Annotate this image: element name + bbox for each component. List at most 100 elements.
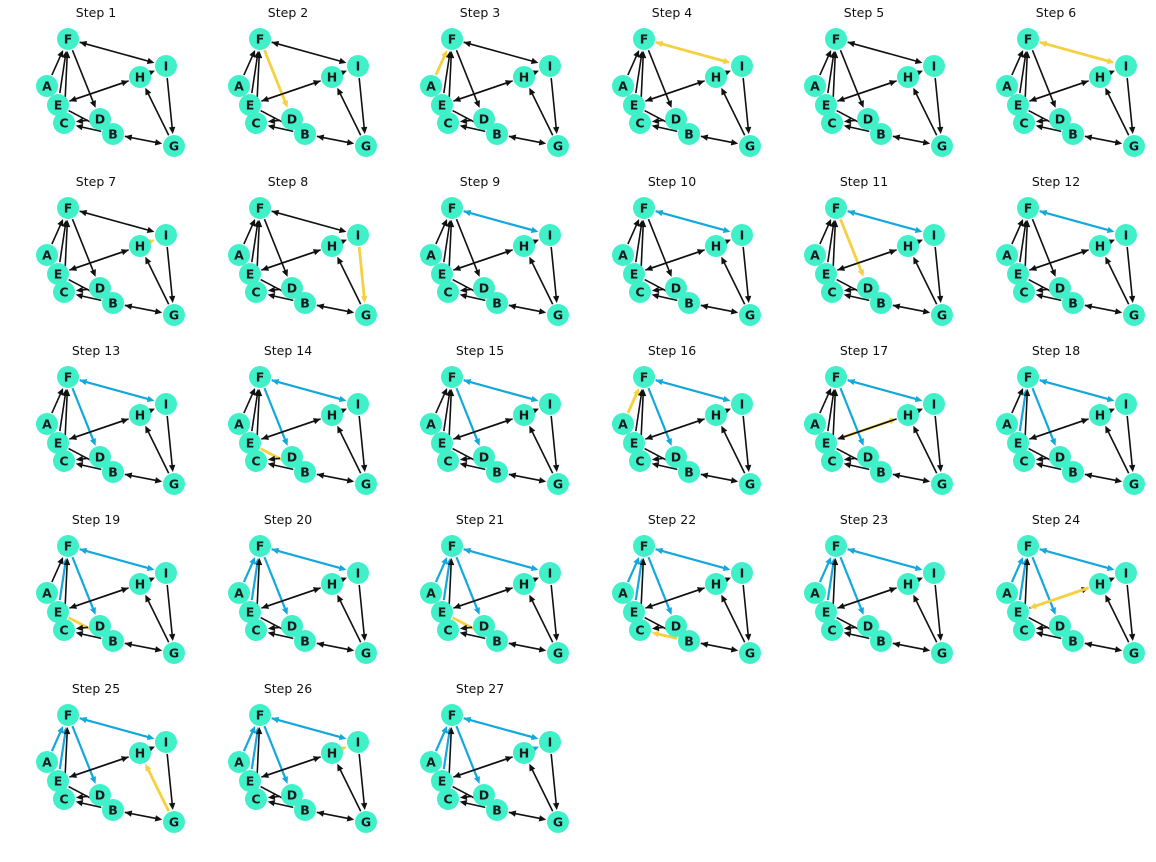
- arrowhead-i-g: [360, 802, 368, 811]
- arrowhead-a-f: [441, 49, 448, 58]
- node-i: I: [731, 393, 753, 415]
- node-circle: [633, 28, 655, 50]
- node-h: H: [321, 573, 343, 595]
- node-circle: [294, 630, 316, 652]
- node-i: I: [1115, 224, 1137, 246]
- arrowhead-h-e: [261, 264, 270, 271]
- edge-f-d: [71, 387, 95, 442]
- arrowhead-b-g: [730, 477, 739, 484]
- node-label: A: [1002, 79, 1012, 94]
- node-label: A: [426, 755, 436, 770]
- node-circle: [355, 642, 377, 664]
- node-circle: [821, 281, 843, 303]
- node-circle: [249, 704, 271, 726]
- edge-f-i: [79, 210, 150, 232]
- edge-g-h: [914, 260, 938, 305]
- arrowhead-g-b: [700, 472, 709, 479]
- edge-e-f: [1019, 224, 1027, 263]
- node-label: G: [745, 139, 755, 154]
- node-circle: [155, 393, 177, 415]
- node-label: I: [164, 59, 169, 74]
- arrowhead-b-g: [346, 139, 355, 146]
- node-label: B: [876, 634, 886, 649]
- node-label: H: [135, 577, 145, 592]
- arrowhead-i-f: [1039, 209, 1048, 217]
- edge-e-f: [443, 55, 451, 94]
- node-circle: [163, 304, 185, 326]
- node-circle: [129, 742, 151, 764]
- node-label: E: [438, 605, 447, 620]
- node-label: F: [64, 370, 73, 385]
- arrowhead-b-c: [651, 631, 660, 638]
- node-circle: [228, 582, 250, 604]
- node-circle: [1089, 404, 1111, 426]
- arrowhead-i-g: [168, 126, 176, 135]
- node-label: A: [1002, 586, 1012, 601]
- node-g: G: [547, 304, 569, 326]
- arrowhead-a-f: [57, 556, 64, 565]
- node-label: A: [810, 417, 820, 432]
- edge-layer: [1011, 40, 1136, 146]
- node-label: G: [169, 815, 179, 830]
- node-label: C: [827, 623, 836, 638]
- node-circle: [705, 235, 727, 257]
- node-circle: [89, 784, 111, 806]
- edge-b-c: [656, 125, 678, 133]
- arrowhead-h-e: [69, 602, 78, 609]
- node-label: E: [630, 605, 639, 620]
- step-title: Step 18: [1031, 343, 1081, 358]
- node-label: F: [832, 539, 841, 554]
- node-label: D: [863, 112, 873, 127]
- node-label: D: [863, 450, 873, 465]
- edge-b-c: [80, 801, 102, 809]
- arrowhead-g-b: [124, 134, 133, 141]
- node-f: F: [441, 366, 463, 388]
- node-label: G: [1129, 139, 1139, 154]
- node-i: I: [539, 55, 561, 77]
- node-label: H: [135, 239, 145, 254]
- edge-layer: [242, 547, 368, 653]
- node-g: G: [163, 642, 185, 664]
- node-circle: [228, 751, 250, 773]
- node-circle: [633, 535, 655, 557]
- node-c: C: [437, 619, 459, 641]
- node-circle: [347, 393, 369, 415]
- node-circle: [1049, 277, 1071, 299]
- arrowhead-g-b: [508, 134, 517, 141]
- node-g: G: [547, 135, 569, 157]
- node-a: A: [228, 244, 250, 266]
- step-title: Step 6: [1035, 5, 1077, 20]
- edge-g-h: [338, 91, 362, 136]
- node-circle: [431, 601, 453, 623]
- node-circle: [821, 619, 843, 641]
- edge-b-c: [464, 801, 486, 809]
- arrowhead-h-e: [69, 264, 78, 271]
- node-circle: [473, 108, 495, 130]
- node-circle: [57, 366, 79, 388]
- edge-f-i: [271, 548, 342, 570]
- arrowhead-h-e: [261, 771, 270, 778]
- edge-layer: [627, 209, 752, 315]
- node-g: G: [163, 304, 185, 326]
- node-label: H: [1095, 577, 1105, 592]
- edge-layer: [819, 40, 944, 146]
- node-g: G: [1123, 304, 1145, 326]
- node-circle: [281, 615, 303, 637]
- node-d: D: [89, 784, 111, 806]
- node-b: B: [486, 292, 508, 314]
- node-circle: [245, 788, 267, 810]
- node-i: I: [539, 731, 561, 753]
- edge-b-c: [272, 294, 294, 302]
- node-circle: [163, 135, 185, 157]
- edge-h-e: [73, 756, 129, 777]
